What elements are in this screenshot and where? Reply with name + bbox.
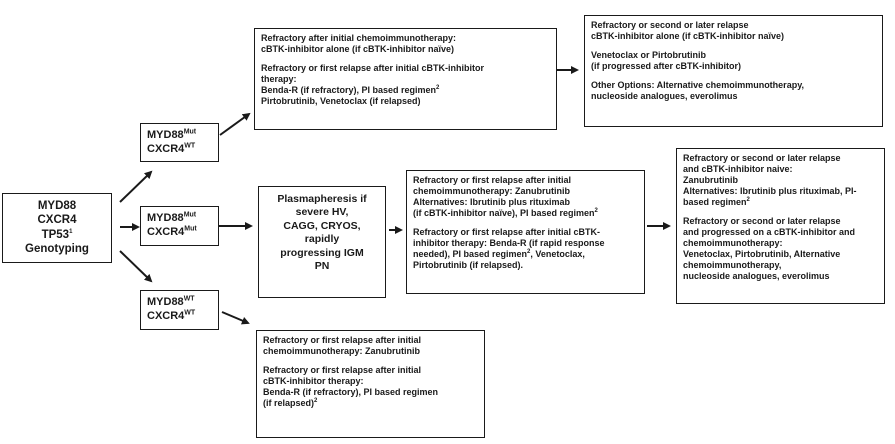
genotyping-line-myd88: MYD88 <box>37 200 77 212</box>
myd88-mut-cxcr4-wt-box: MYD88Mut CXCR4WT <box>140 123 219 162</box>
middle-right-para-1: Refractory or second or later relapse an… <box>683 153 857 207</box>
arrow-geno-to-wt-wt <box>119 250 153 283</box>
myd88-wt-cxcr4-wt-box: MYD88WT CXCR4WT <box>140 290 219 330</box>
myd88-mut-cxcr4-mut-box: MYD88Mut CXCR4Mut <box>140 206 219 246</box>
arrow-mut-wt-to-top <box>219 112 251 136</box>
top-para-2: Refractory or first relapse after initia… <box>261 62 485 106</box>
top-treatment-box: Refractory after initial chemoimmunother… <box>254 28 557 130</box>
genotyping-line-cxcr4: CXCR4 <box>37 214 77 227</box>
middle-right-treatment-box: Refractory or second or later relapse an… <box>676 148 885 304</box>
plasmapheresis-box: Plasmapheresis if severe HV, CAGG, CRYOS… <box>258 186 386 298</box>
arrow-geno-to-mut-wt <box>119 170 153 203</box>
genotyping-line-label: Genotyping <box>25 243 89 256</box>
middle-para-1: Refractory or first relapse after initia… <box>413 175 598 218</box>
middle-para-2: Refractory or first relapse after initia… <box>413 226 605 270</box>
bottom-treatment-box: Refractory or first relapse after initia… <box>256 330 485 438</box>
top-right-para-2: Venetoclax or Pirtobrutinib (if progress… <box>591 49 742 71</box>
middle-treatment-box: Refractory or first relapse after initia… <box>406 170 645 294</box>
genotyping-box: MYD88 CXCR4 TP531 Genotyping <box>2 193 112 263</box>
top-right-para-3: Other Options: Alternative chemoimmunoth… <box>591 79 805 101</box>
arrow-wt-wt-to-bottom <box>221 311 250 325</box>
bottom-para-2: Refractory or first relapse after initia… <box>263 364 439 408</box>
bottom-para-1: Refractory or first relapse after initia… <box>263 335 422 356</box>
middle-right-para-2: Refractory or second or later relapse an… <box>683 215 856 281</box>
genotyping-line-tp53: TP531 <box>41 228 73 241</box>
top-para-1: Refractory after initial chemoimmunother… <box>261 33 457 54</box>
top-right-para-1: Refractory or second or later relapse cB… <box>591 20 784 41</box>
top-right-treatment-box: Refractory or second or later relapse cB… <box>584 15 883 127</box>
